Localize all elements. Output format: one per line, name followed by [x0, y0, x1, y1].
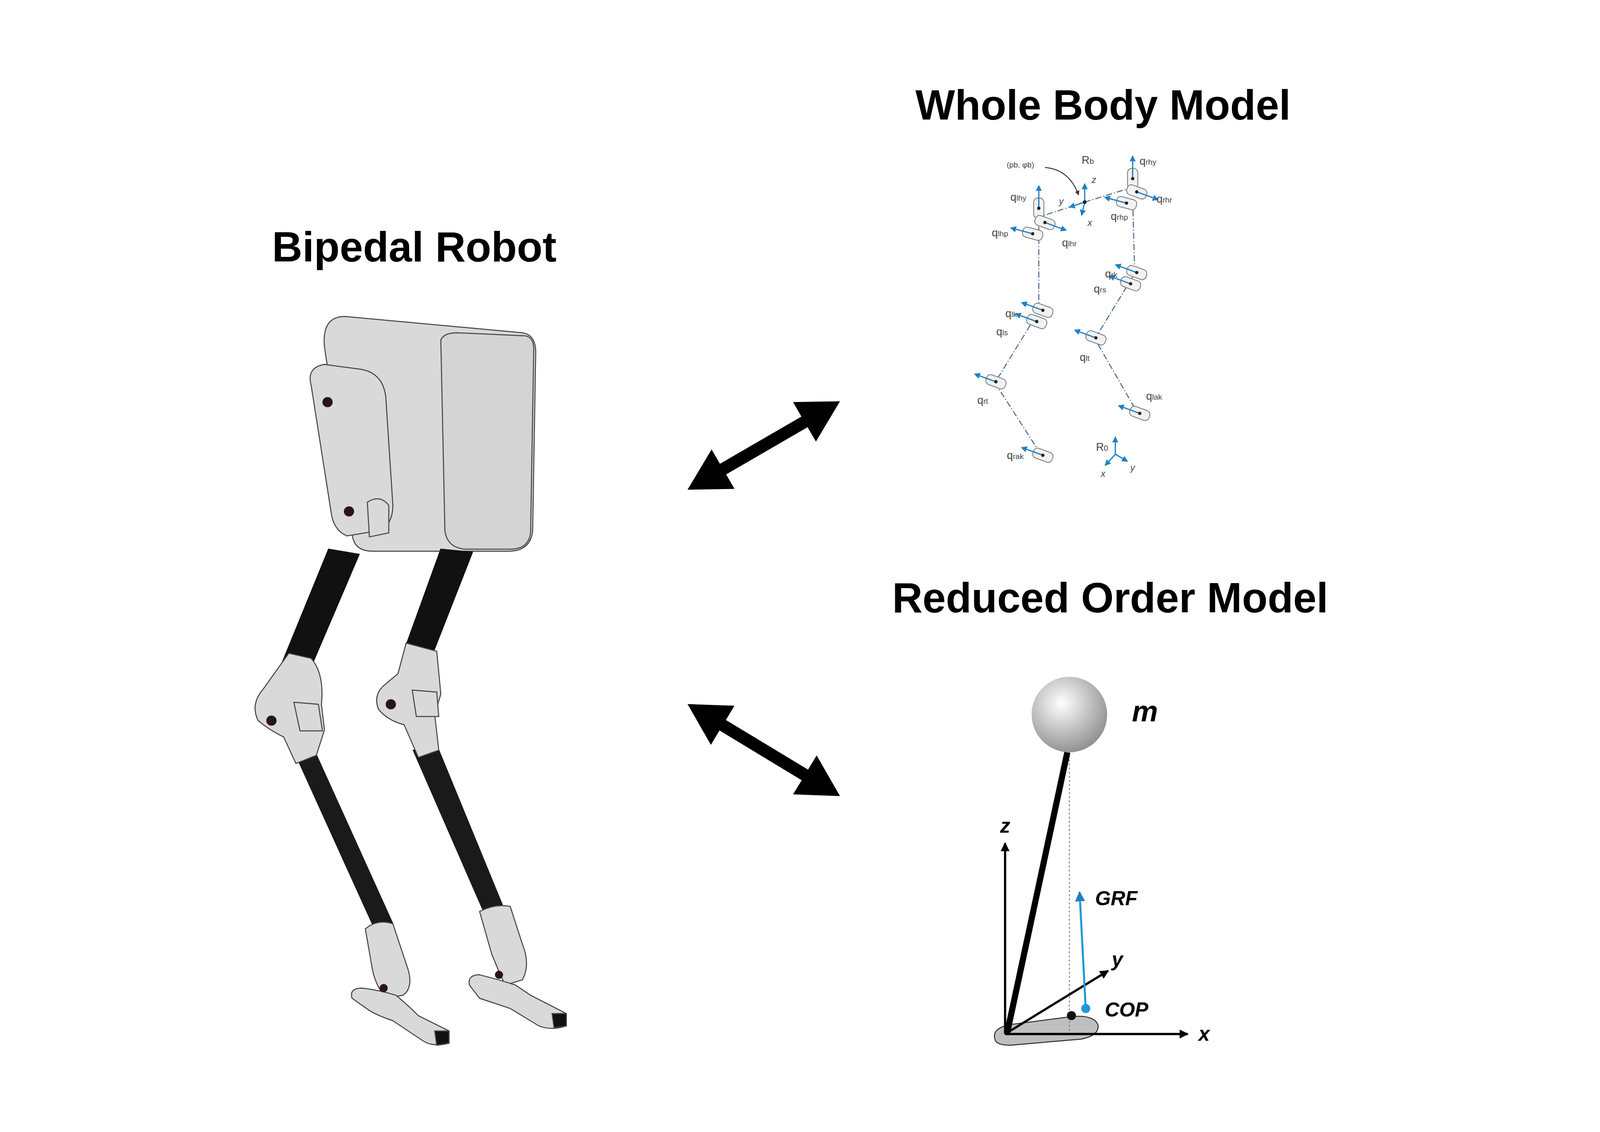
- coordinate-frames-part: [1082, 200, 1087, 204]
- robot-illustration-part: [413, 744, 505, 919]
- joint-symbols-part: [971, 368, 1008, 390]
- robot-illustration: [254, 316, 567, 1045]
- joint-symbols-part: [1116, 400, 1152, 422]
- double-arrow: [687, 703, 840, 796]
- joint-label: qrt: [977, 394, 989, 406]
- robot-illustration-part: [367, 498, 389, 537]
- robot-illustration-part: [494, 970, 504, 979]
- pendulum-model-part: [1005, 1032, 1188, 1035]
- robot-illustration-part: [434, 1030, 449, 1045]
- model-label: m: [1132, 695, 1159, 728]
- axis-label: x: [1087, 217, 1092, 228]
- model-label: x: [1198, 1022, 1210, 1045]
- joint-label: (pb, φb): [1006, 161, 1034, 170]
- pendulum-model-part: [1031, 676, 1108, 753]
- coordinate-frames-part: [1114, 436, 1117, 455]
- robot-illustration-part: [385, 698, 396, 709]
- kinematic-chain-part: [1095, 198, 1138, 414]
- joint-label: qrhr: [1156, 192, 1173, 205]
- model-panel: Bipedal Robot: [249, 209, 686, 1057]
- pendulum-model: [994, 676, 1188, 1045]
- kinematic-chain: [994, 188, 1138, 455]
- joint-label: qrhy: [1139, 155, 1157, 167]
- axis-label: y: [1130, 462, 1135, 473]
- coordinate-frames: [1069, 183, 1128, 466]
- joint-symbols-part: [1102, 192, 1138, 211]
- kinematic-chain-part: [994, 226, 1041, 455]
- coordinate-frames-part: [1105, 454, 1116, 466]
- pendulum-model-part: [1003, 842, 1007, 1034]
- model-label: y: [1111, 948, 1123, 971]
- axis-label: z: [1091, 174, 1097, 185]
- joint-label: qrhp: [1110, 210, 1128, 223]
- pendulum-model-part: [1069, 714, 1071, 1031]
- joint-symbols-part: [1008, 222, 1044, 242]
- robot-illustration-part: [266, 715, 277, 726]
- robot-illustration-part: [343, 506, 354, 517]
- robot-illustration-part: [412, 689, 439, 717]
- pendulum-model-part: [1080, 1003, 1091, 1013]
- joint-label: qlk: [1005, 307, 1018, 320]
- joint-symbols-part: [1012, 308, 1049, 330]
- joint-symbols-part: [1112, 259, 1149, 281]
- joint-label: qrk: [1105, 267, 1118, 280]
- model-panel: Reduced Order Model: [841, 566, 1358, 1067]
- joint-label: qlt: [1079, 351, 1090, 364]
- coordinate-frames-part: [1115, 454, 1128, 462]
- joint-symbols-part: [1018, 297, 1055, 319]
- robot-illustration-part: [405, 549, 473, 652]
- robot-illustration-part: [379, 983, 388, 993]
- axis-label: x: [1100, 468, 1106, 479]
- robot-illustration-part: [254, 653, 325, 764]
- joint-label: Rb: [1081, 154, 1095, 167]
- model-panel: Whole Body Model: [841, 71, 1358, 490]
- model-heading: Reduced Order Model: [892, 573, 1329, 623]
- joint-label: qrs: [1093, 282, 1107, 295]
- model-heading: Whole Body Model: [915, 81, 1291, 130]
- coordinate-frames-part: [1069, 202, 1086, 208]
- robot-illustration-part: [322, 396, 333, 407]
- joint-label: qrak: [1007, 449, 1024, 462]
- coordinate-frames-part: [1081, 202, 1085, 216]
- joint-label: R0: [1096, 441, 1109, 453]
- robot-illustration-part: [440, 332, 534, 549]
- model-label: z: [1000, 814, 1011, 837]
- joint-label: qlhy: [1010, 191, 1027, 203]
- robot-illustration-part: [351, 987, 450, 1045]
- robot-illustration-part: [293, 701, 323, 731]
- axis-label: y: [1059, 196, 1064, 207]
- robot-illustration-part: [365, 921, 411, 998]
- robot-illustration-part: [376, 642, 442, 758]
- robot-illustration-part: [479, 905, 527, 985]
- pendulum-model-part: [1007, 752, 1068, 1033]
- joint-label: qls: [996, 325, 1008, 338]
- leader-line: [1044, 167, 1079, 195]
- joint-label: qlak: [1146, 389, 1163, 402]
- pendulum-model-part: [1066, 1010, 1076, 1020]
- model-label: COP: [1104, 997, 1149, 1020]
- model-heading: Bipedal Robot: [272, 223, 557, 272]
- double-arrow: [687, 400, 840, 490]
- joint-label: qlhp: [992, 226, 1009, 239]
- model-label: GRF: [1095, 887, 1138, 910]
- joint-symbols-part: [1033, 184, 1044, 219]
- pendulum-model-part: [1079, 891, 1086, 1008]
- joint-symbols-part: [1127, 155, 1138, 189]
- robot-illustration-part: [296, 749, 394, 931]
- joint-symbols: [971, 155, 1161, 464]
- robot-illustration-part: [468, 974, 567, 1028]
- robot-illustration-part: [551, 1012, 567, 1028]
- coordinate-frames-part: [1084, 183, 1086, 203]
- joint-label: qlhr: [1062, 236, 1077, 249]
- joint-symbols-part: [1018, 442, 1055, 464]
- joint-symbols-part: [1072, 324, 1108, 346]
